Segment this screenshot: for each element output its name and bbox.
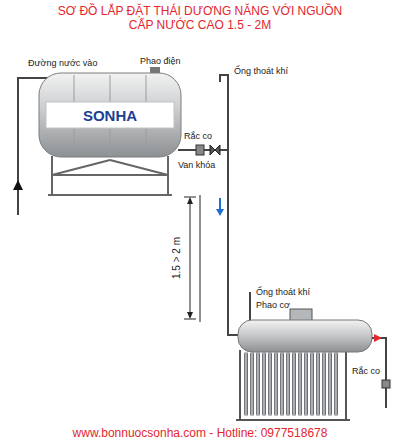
vacuum-tube <box>322 352 326 416</box>
vacuum-tube <box>286 352 290 416</box>
vacuum-tube <box>310 352 314 416</box>
mechanical-float <box>290 309 312 321</box>
vacuum-tube <box>262 352 266 416</box>
vacuum-tube <box>334 352 338 416</box>
dimension-arrow <box>187 312 193 319</box>
vacuum-tube <box>268 352 272 416</box>
inlet-label: Đường nước vào <box>28 58 97 69</box>
heater-frame <box>236 350 350 420</box>
vacuum-tube <box>280 352 284 416</box>
flow-arrow <box>374 334 382 342</box>
water-tank: SONHA <box>38 72 182 158</box>
float-label: Phao điện <box>140 56 181 67</box>
vent-and-supply-pipe <box>220 75 238 335</box>
vacuum-tube <box>298 352 302 416</box>
vacuum-tubes <box>244 352 338 416</box>
union-label: Rắc co <box>352 366 380 377</box>
diagram-title: SƠ ĐỒ LẮP ĐẶT THÁI DƯƠNG NĂNG VỚI NGUỒN … <box>50 4 350 32</box>
brand-name: SONHA <box>83 107 137 124</box>
dimension-label: 1.5 > 2 m <box>171 237 183 279</box>
tank-stand <box>48 156 172 195</box>
vacuum-tube <box>328 352 332 416</box>
vent-pipe <box>249 292 251 321</box>
vacuum-tube <box>304 352 308 416</box>
valve-symbol <box>210 145 220 155</box>
vacuum-tube <box>250 352 254 416</box>
footer-caption: www.bonnuocsonha.com - Hotline: 09775186… <box>0 426 400 440</box>
flow-arrow <box>216 209 224 216</box>
heater-tank <box>238 320 372 352</box>
union-fitting <box>196 145 204 155</box>
vent-label: Ống thoát khí <box>234 66 288 77</box>
float-label: Phao cơ <box>256 300 290 311</box>
vacuum-tube <box>256 352 260 416</box>
vacuum-tube <box>292 352 296 416</box>
vacuum-tube <box>274 352 278 416</box>
dimension-arrow <box>187 197 193 204</box>
valve-label: Van khóa <box>178 160 215 171</box>
union-fitting <box>382 380 390 388</box>
union-label: Rắc co <box>184 131 212 142</box>
vacuum-tube <box>316 352 320 416</box>
electric-float <box>150 67 160 73</box>
flow-arrow <box>219 198 221 210</box>
flow-arrow <box>13 180 23 190</box>
vacuum-tube <box>244 352 248 416</box>
vent-label: Ống thoát khí <box>256 287 310 298</box>
height-dimension <box>184 195 200 322</box>
